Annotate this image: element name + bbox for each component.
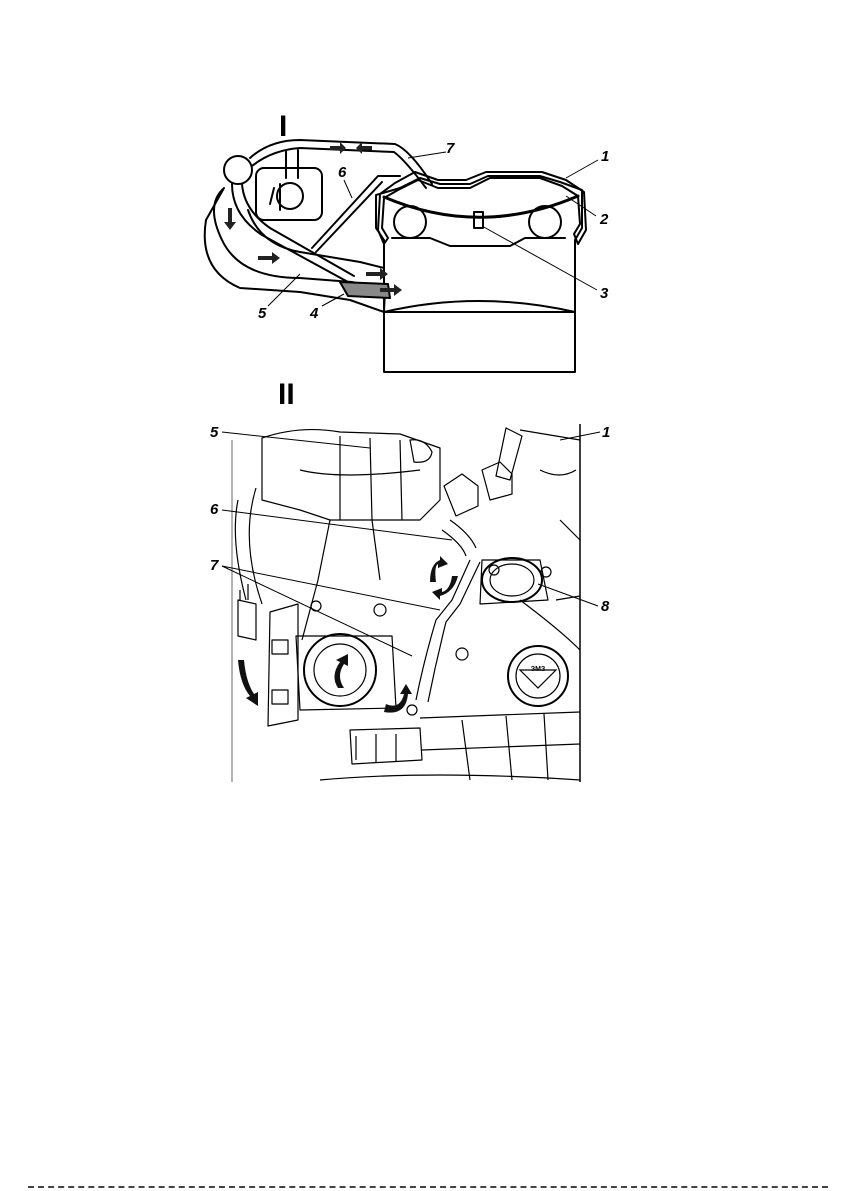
cap-logo-text: ЗМЗ <box>523 666 553 673</box>
callout-6-view-ii: 6 <box>210 502 218 517</box>
vent-hose-7 <box>416 560 470 700</box>
oil-filler-cap <box>508 646 568 706</box>
bottom-rule <box>28 1186 828 1188</box>
vent-hose-6 <box>450 520 476 548</box>
view-ii-title: II <box>278 380 295 410</box>
callout-1-view-ii: 1 <box>602 425 610 440</box>
callout-7-view-ii: 7 <box>210 558 218 573</box>
engine-illustration <box>0 0 841 800</box>
callout-8-view-ii: 8 <box>601 599 609 614</box>
callout-5-view-ii: 5 <box>210 425 218 440</box>
